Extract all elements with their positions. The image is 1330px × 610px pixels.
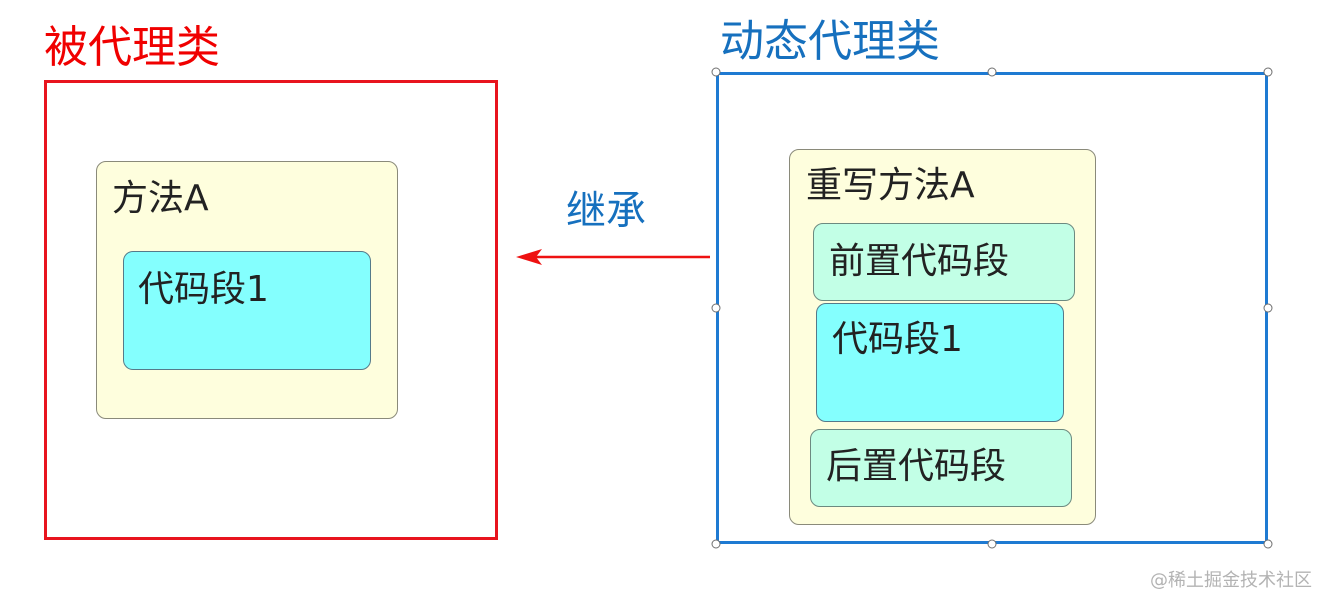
selection-handle-left[interactable]: [711, 303, 721, 313]
selection-handle-top-right[interactable]: [1263, 67, 1273, 77]
inheritance-arrow-head: [516, 249, 542, 265]
proxied-class-title: 被代理类: [44, 22, 220, 73]
dynamic-proxy-class-title: 动态代理类: [720, 16, 940, 67]
proxied-class-frame: [44, 80, 498, 540]
inheritance-arrow: [516, 249, 710, 265]
proxy-code-block: [816, 303, 1064, 422]
proxied-code-block: [123, 251, 371, 370]
selection-handle-bottom[interactable]: [987, 539, 997, 549]
selection-handle-bottom-right[interactable]: [1263, 539, 1273, 549]
pre-code-block: [813, 223, 1075, 301]
proxied-code-label: 代码段1: [138, 269, 269, 310]
selection-handle-top[interactable]: [987, 67, 997, 77]
overridden-method-label: 重写方法A: [806, 165, 975, 206]
proxy-code-label: 代码段1: [832, 319, 963, 360]
pre-code-label: 前置代码段: [829, 241, 1010, 282]
watermark: @稀土掘金技术社区: [1150, 570, 1312, 591]
selection-handle-top-left[interactable]: [711, 67, 721, 77]
proxied-method-label: 方法A: [112, 178, 209, 219]
selection-handle-right[interactable]: [1263, 303, 1273, 313]
selection-handle-bottom-left[interactable]: [711, 539, 721, 549]
post-code-block: [810, 429, 1072, 507]
inheritance-label: 继承: [566, 188, 646, 234]
post-code-label: 后置代码段: [826, 446, 1007, 487]
